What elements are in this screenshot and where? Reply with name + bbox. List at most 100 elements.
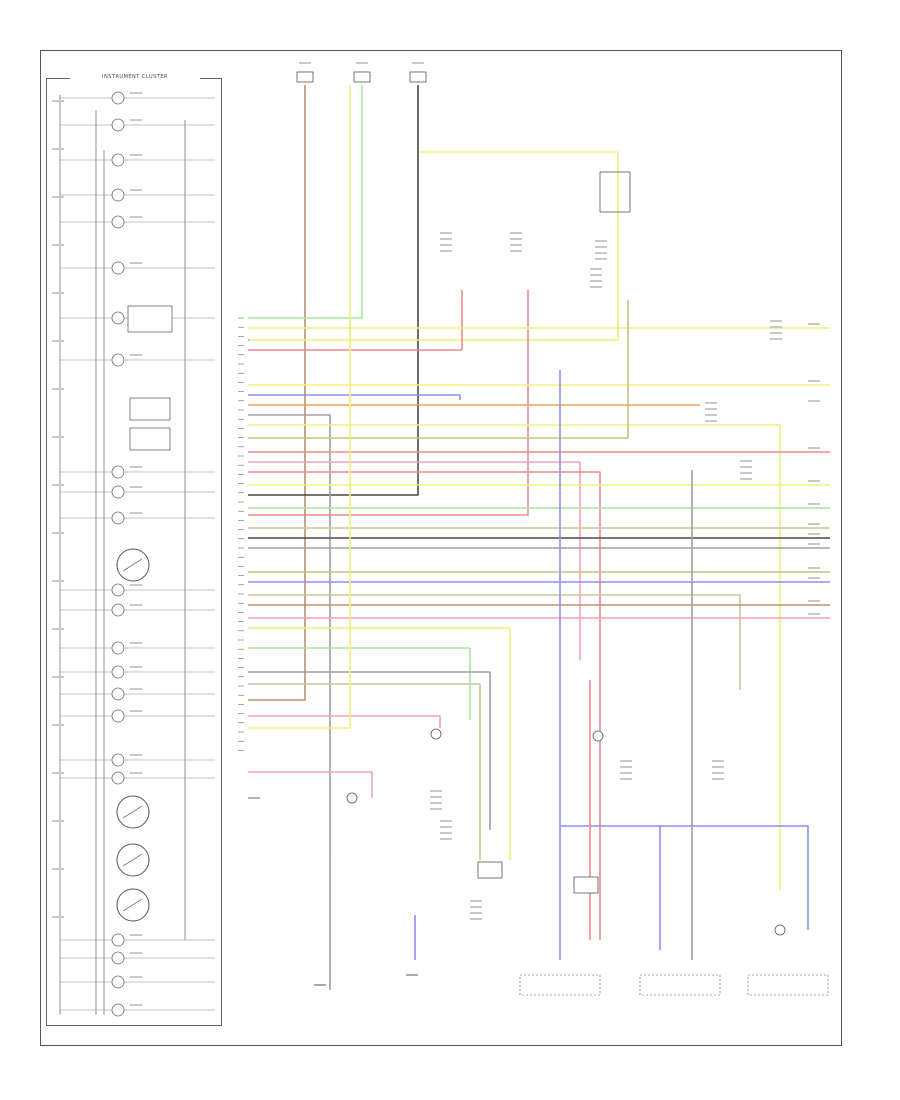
indicator-lamp-4 — [111, 188, 125, 202]
wire-end-label-13 — [808, 613, 820, 615]
left-pin-label-4 — [52, 244, 64, 246]
lamp-label-5 — [130, 216, 142, 218]
wire-5 — [248, 290, 463, 351]
wire-end-label-10 — [808, 567, 820, 569]
left-pin-label-13 — [52, 676, 64, 678]
wire-end-label-7 — [808, 523, 820, 525]
wire-34 — [248, 771, 373, 798]
relay-box — [599, 171, 631, 213]
left-pin-label-3 — [52, 196, 64, 198]
left-pin-label-1 — [52, 100, 64, 102]
component-label-9-3 — [712, 772, 724, 774]
component-label-3-4 — [595, 258, 607, 260]
component-label-5-3 — [770, 332, 782, 334]
indicator-lamp-19 — [111, 771, 125, 785]
indicator-lamp-20 — [111, 933, 125, 947]
component-label-4-1 — [590, 268, 602, 270]
lamp-label-8 — [130, 354, 142, 356]
component-label-4-2 — [590, 274, 602, 276]
wire-37 — [560, 825, 809, 930]
component-label-6-4 — [705, 420, 717, 422]
fuel-gauge-needle — [122, 853, 143, 867]
lamp-label-14 — [130, 642, 142, 644]
lamp-label-1 — [130, 92, 142, 94]
wire-end-label-6 — [808, 503, 820, 505]
speedometer-gauge-needle — [122, 558, 143, 572]
fuse-label-1 — [299, 62, 311, 64]
component-label-10-1 — [430, 790, 442, 792]
component-label-3-2 — [595, 246, 607, 248]
indicator-lamp-15 — [111, 665, 125, 679]
wire-10 — [248, 394, 461, 400]
left-pin-label-14 — [52, 724, 64, 726]
component-label-11-1 — [440, 820, 452, 822]
wire-16 — [248, 461, 581, 660]
indicator-lamp-10 — [111, 485, 125, 499]
lamp-label-18 — [130, 754, 142, 756]
component-label-2-1 — [510, 232, 522, 234]
ignition-switch-fuse-2 — [353, 71, 371, 83]
indicator-lamp-22 — [111, 975, 125, 989]
wire-end-label-8 — [808, 533, 820, 535]
component-label-1-3 — [440, 244, 452, 246]
srs-control-unit — [519, 974, 601, 996]
lamp-label-19 — [130, 772, 142, 774]
component-label-10-3 — [430, 802, 442, 804]
wire-3 — [248, 85, 419, 496]
lamp-label-21 — [130, 952, 142, 954]
indicator-lamp-11 — [111, 511, 125, 525]
component-label-10-4 — [430, 808, 442, 810]
cluster-module-3 — [129, 427, 171, 451]
component-label-11-2 — [440, 826, 452, 828]
left-pin-label-18 — [52, 916, 64, 918]
component-label-11-4 — [440, 838, 452, 840]
cluster-module-2 — [129, 397, 171, 421]
left-pin-label-2 — [52, 148, 64, 150]
wire-end-label-3 — [808, 400, 820, 402]
component-label-3-1 — [595, 240, 607, 242]
indicator-lamp-6 — [111, 261, 125, 275]
indicator-lamp-5 — [111, 215, 125, 229]
wire-13 — [248, 424, 781, 890]
lamp-label-4 — [130, 189, 142, 191]
indicator-lamp-17 — [111, 709, 125, 723]
component-label-4-4 — [590, 286, 602, 288]
component-label-11-3 — [440, 832, 452, 834]
left-pin-label-5 — [52, 292, 64, 294]
component-label-2-2 — [510, 238, 522, 240]
component-label-12-2 — [470, 906, 482, 908]
component-label-2-3 — [510, 244, 522, 246]
engine-control-module — [747, 974, 829, 996]
component-label-9-2 — [712, 766, 724, 768]
left-pin-label-6 — [52, 340, 64, 342]
component-label-1-1 — [440, 232, 452, 234]
diagram-frame — [40, 50, 842, 1046]
wire-end-label-12 — [808, 600, 820, 602]
lamp-label-3 — [130, 154, 142, 156]
lamp-label-11 — [130, 512, 142, 514]
wire-6 — [248, 290, 529, 516]
left-pin-label-17 — [52, 868, 64, 870]
wire-2 — [248, 85, 363, 319]
lamp-label-12 — [130, 584, 142, 586]
indicator-lamp-2 — [111, 118, 125, 132]
lamp-label-10 — [130, 486, 142, 488]
wire-32 — [248, 715, 441, 728]
lamp-label-22 — [130, 976, 142, 978]
component-label-6-2 — [705, 408, 717, 410]
component-label-8-4 — [620, 778, 632, 780]
component-label-5-4 — [770, 338, 782, 340]
wire-30 — [248, 671, 491, 830]
door-switch — [774, 924, 786, 936]
cluster-connector — [238, 317, 244, 751]
ignition-switch-fuse-1 — [296, 71, 314, 83]
lamp-label-15 — [130, 666, 142, 668]
indicator-lamp-9 — [111, 465, 125, 479]
component-label-8-3 — [620, 772, 632, 774]
left-pin-label-16 — [52, 820, 64, 822]
temperature-gauge-needle — [122, 898, 143, 912]
component-label-8-1 — [620, 760, 632, 762]
lamp-label-9 — [130, 466, 142, 468]
left-pin-label-9 — [52, 484, 64, 486]
